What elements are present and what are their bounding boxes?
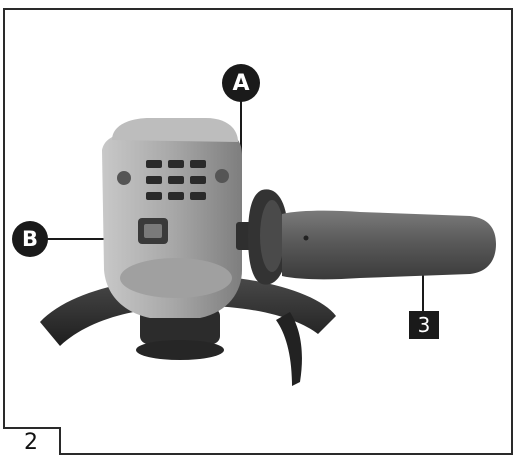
wheel-guard-right-tip — [276, 312, 302, 386]
body-screw-left — [117, 171, 131, 185]
body-screw-right — [215, 169, 229, 183]
gear-head-lower — [120, 258, 232, 298]
spindle-lock-button-face — [144, 224, 162, 238]
motor-housing-top — [112, 118, 238, 142]
callout-a: A — [222, 64, 260, 102]
handle-marker-dot — [303, 235, 309, 241]
vent-slots — [146, 160, 206, 200]
auxiliary-handle — [282, 210, 496, 280]
callout-b: B — [12, 221, 48, 257]
spindle-flange — [136, 340, 224, 360]
figure-number: 2 — [3, 427, 61, 455]
callout-3: 3 — [409, 311, 439, 339]
handle-flange-ring — [260, 200, 284, 272]
